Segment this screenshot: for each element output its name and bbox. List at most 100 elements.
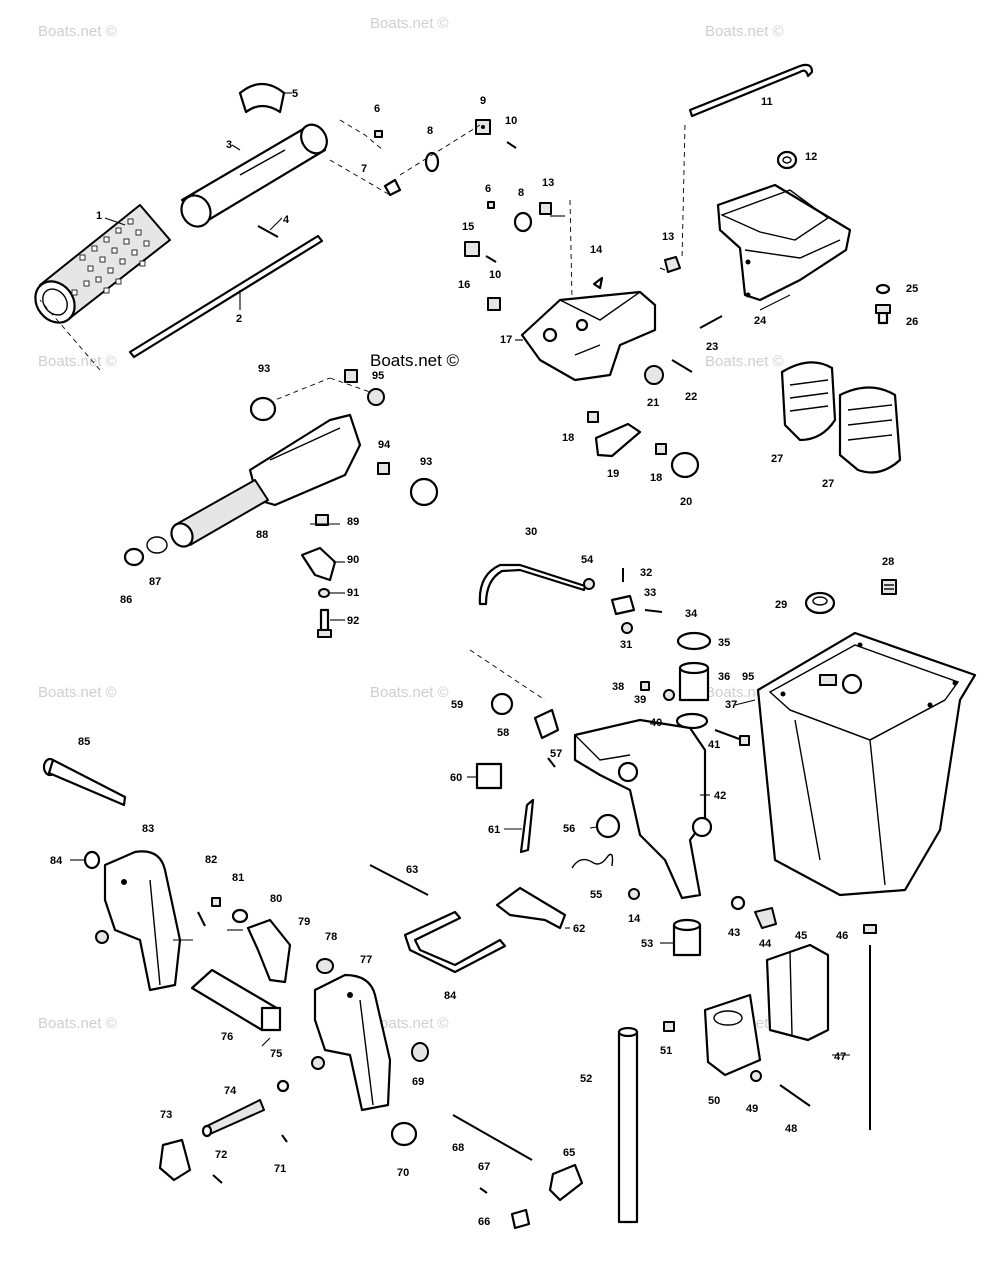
- callout-label: 88: [256, 529, 268, 541]
- callout-label: 63: [406, 864, 418, 876]
- part-30-link: [478, 563, 587, 606]
- callout-label: 48: [785, 1123, 797, 1135]
- part-54-nut: [583, 578, 595, 590]
- callout-label: 34: [685, 608, 698, 620]
- callout-label: 33: [644, 587, 656, 599]
- callout-label: 49: [746, 1103, 758, 1115]
- watermark-text: Boats.net ©: [370, 1015, 449, 1032]
- watermark-text: Boats.net ©: [38, 684, 117, 701]
- callout-label: 67: [478, 1161, 490, 1173]
- part-31-nut: [621, 622, 633, 634]
- callout-label: 84: [50, 855, 63, 867]
- watermark-text: Boats.net ©: [705, 23, 784, 40]
- part-95-fitting: [367, 388, 385, 406]
- callout-label: 13: [542, 177, 554, 189]
- part-42-swivel: [573, 718, 713, 900]
- part-82-screw: [211, 897, 221, 907]
- part-57-pin: [547, 757, 556, 768]
- callout-label: 25: [906, 283, 918, 295]
- callout-label: 39: [634, 694, 646, 706]
- part-91-nut: [318, 588, 330, 598]
- part-43-washer: [730, 895, 746, 911]
- part-4-pin: [257, 225, 279, 238]
- part-60-gasket: [475, 762, 503, 790]
- callout-label: 15: [462, 221, 474, 233]
- callout-label: 46: [836, 930, 848, 942]
- watermark-text: Boats.net ©: [370, 684, 449, 701]
- callout-label: 58: [497, 727, 509, 739]
- part-8-washer: [513, 211, 533, 233]
- callout-label: 83: [142, 823, 154, 835]
- callout-label: 30: [525, 526, 537, 538]
- part-7-nut: [383, 178, 402, 197]
- part-62-plate: [495, 886, 567, 930]
- watermark-text: Boats.net ©: [370, 351, 460, 370]
- watermark-text: Boats.net ©: [38, 23, 117, 40]
- part-18-nut: [655, 443, 667, 455]
- part-45-cover: [765, 943, 830, 1042]
- callout-label: 93: [258, 363, 270, 375]
- callout-label: 2: [236, 313, 242, 325]
- callout-label: 95: [372, 370, 384, 382]
- callout-label: 21: [647, 397, 659, 409]
- callout-label: 42: [714, 790, 726, 802]
- leader-lines: [70, 92, 850, 1056]
- part-28-spring: [881, 579, 897, 595]
- part-34-pin: [644, 609, 663, 613]
- callout-label: 65: [563, 1147, 575, 1159]
- callout-label: 36: [718, 671, 730, 683]
- callout-label: 69: [412, 1076, 424, 1088]
- callout-label: 54: [581, 554, 594, 566]
- part-63-rod: [369, 864, 429, 896]
- callout-label: 31: [620, 639, 632, 651]
- callout-label: 12: [805, 151, 817, 163]
- part-24-housing: [716, 183, 852, 302]
- part-21-knob: [644, 365, 664, 385]
- callout-label: 18: [650, 472, 662, 484]
- part-23-pin: [699, 315, 723, 329]
- callout-label: 80: [270, 893, 282, 905]
- part-46-ring: [863, 924, 877, 934]
- callout-label: 29: [775, 599, 787, 611]
- callout-label: 72: [215, 1149, 227, 1161]
- watermark-text: Boats.net ©: [38, 353, 117, 370]
- part-53-bushing: [672, 918, 702, 957]
- callout-label: 78: [325, 931, 337, 943]
- part-14-nut: [628, 888, 640, 900]
- part-number-labels: 5 6 9 10 8 3 7 1 4 2 11 12 6 8 13 15 13 …: [50, 88, 918, 1228]
- callout-label: 6: [374, 103, 380, 115]
- part-89-block: [315, 514, 329, 526]
- part-49-nut: [750, 1070, 762, 1082]
- part-58-fitting: [533, 708, 560, 740]
- part-12-grommet: [776, 150, 798, 170]
- callout-label: 45: [795, 930, 807, 942]
- callout-label: 14: [628, 913, 641, 925]
- callout-label: 81: [232, 872, 244, 884]
- part-59-washer: [490, 692, 514, 716]
- part-50-clamp: [703, 993, 762, 1077]
- part-48-screw: [779, 1084, 811, 1107]
- callout-label: 89: [347, 516, 359, 528]
- part-10-pin: [506, 141, 517, 149]
- part-90-bracket: [300, 546, 337, 582]
- callout-label: 77: [360, 954, 372, 966]
- part-36-bushing: [678, 661, 710, 702]
- callout-label: 76: [221, 1031, 233, 1043]
- callout-label: 16: [458, 279, 470, 291]
- part-86-washer: [123, 547, 145, 567]
- part-19-lever: [594, 422, 642, 458]
- callout-label: 14: [590, 244, 603, 256]
- grip-assembly: [34, 82, 517, 371]
- part-97-pin: [197, 911, 206, 927]
- part-64-bracket: [403, 910, 507, 974]
- part-13-nut: [539, 202, 552, 215]
- callout-label: 32: [640, 567, 652, 579]
- callout-label: 85: [78, 736, 90, 748]
- callout-label: 7: [361, 163, 367, 175]
- callout-label: 50: [708, 1095, 720, 1107]
- watermark-text: Boats.net ©: [370, 15, 449, 32]
- part-27-cover-right: [838, 386, 902, 474]
- bottom-center-group: [369, 864, 584, 1230]
- callout-label: 9: [480, 95, 486, 107]
- part-93-washer: [249, 396, 277, 422]
